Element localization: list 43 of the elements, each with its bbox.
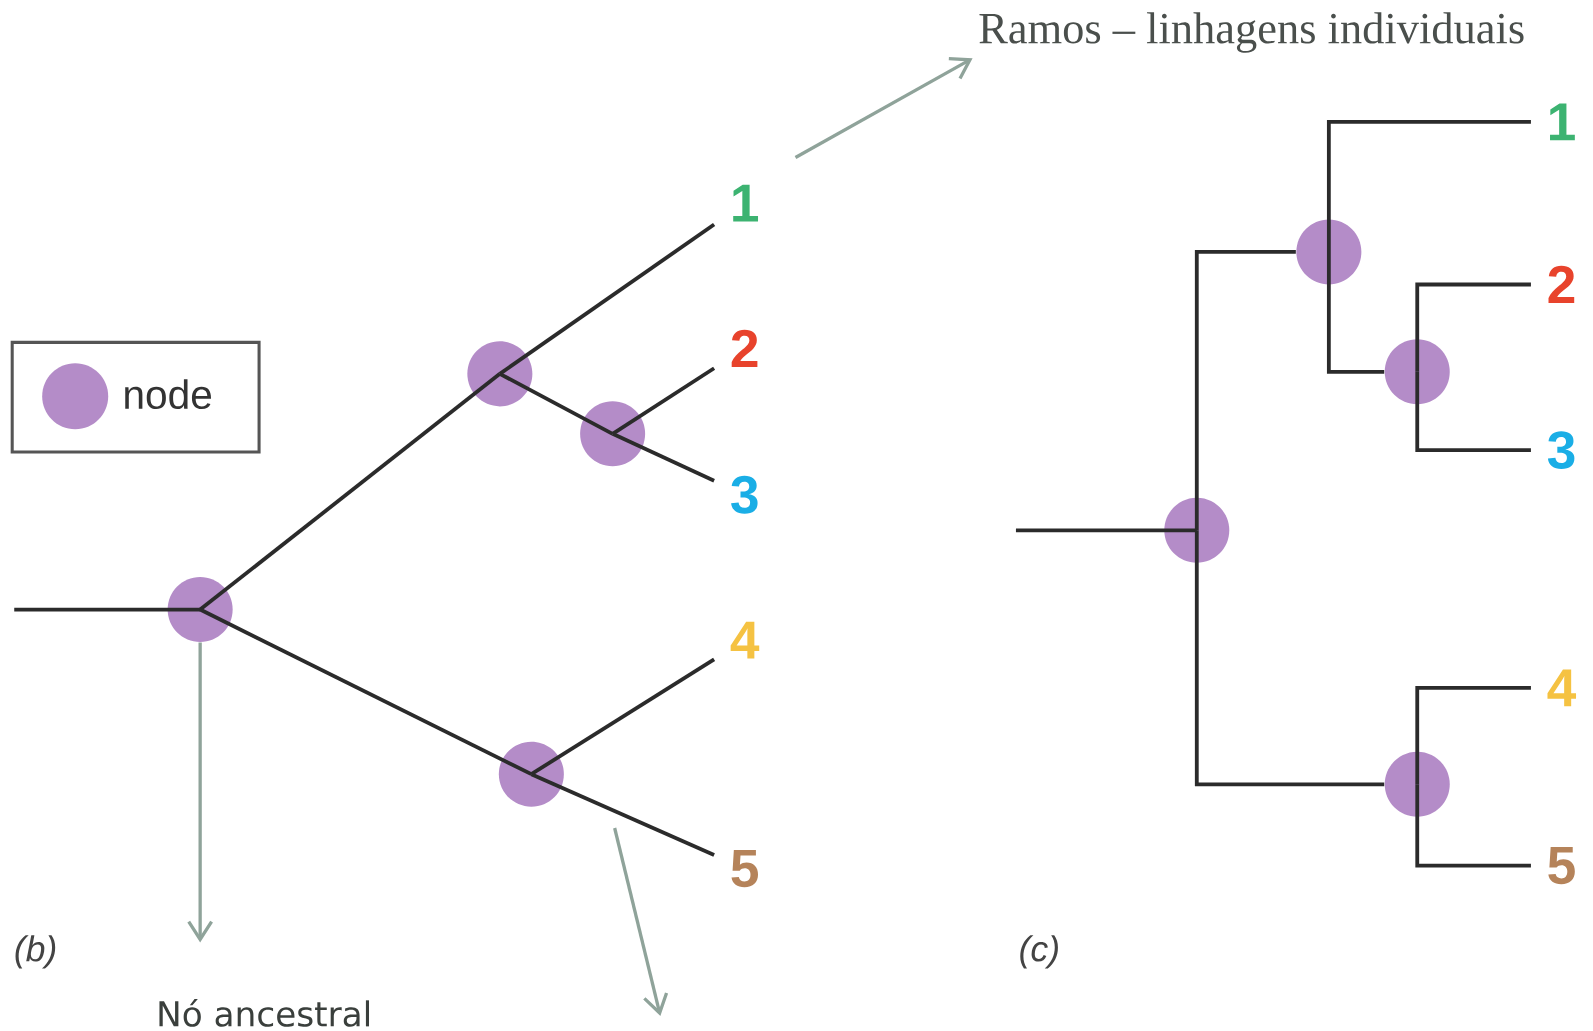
branch-line [530,772,715,857]
leaf-number: 5 [731,849,758,888]
node-circle [1384,751,1450,817]
leaf-number: 3 [1547,431,1575,469]
branch-line [611,366,716,436]
branch-line [1326,251,1385,374]
leaf-number: 2 [1548,265,1575,303]
leaf-number: 4 [730,621,760,659]
branch-caption: Ramos – linhagens individuais [979,12,1524,53]
node-circle [498,741,564,807]
branch-line [199,607,533,776]
branch-line [498,222,716,376]
leaf-number: 1 [1550,103,1575,141]
node-circle [167,577,233,642]
branch-line [1415,371,1531,452]
branch-line [611,432,715,483]
branch-line [1415,685,1531,785]
panel-label: (b) [15,935,56,969]
branch-line [1015,528,1197,533]
branch-line [198,372,502,611]
node-circle [580,401,646,467]
branch-line [14,607,201,612]
leaf-number: 3 [731,475,758,514]
leaf-number: 1 [733,184,758,222]
branch-line [1194,249,1296,531]
node-circle [1384,339,1450,405]
branch-line [1326,119,1531,252]
branch-line [1194,530,1385,787]
leader-arrow [794,56,973,159]
node-circle [1164,497,1230,563]
node-caption: Nó ancestral [159,998,369,1027]
legend-text: node [125,379,211,410]
leaf-number: 2 [731,329,758,367]
branch-line [1415,282,1531,372]
branch-line [530,657,716,776]
branch-line [498,372,614,436]
node-circle [1296,219,1362,285]
leader-arrow [187,642,213,943]
leaf-number: 4 [1547,669,1577,707]
leaf-number: 5 [1548,846,1575,885]
branch-line [1415,784,1531,868]
node-circle [467,341,533,407]
panel-label: (c) [1020,935,1058,969]
